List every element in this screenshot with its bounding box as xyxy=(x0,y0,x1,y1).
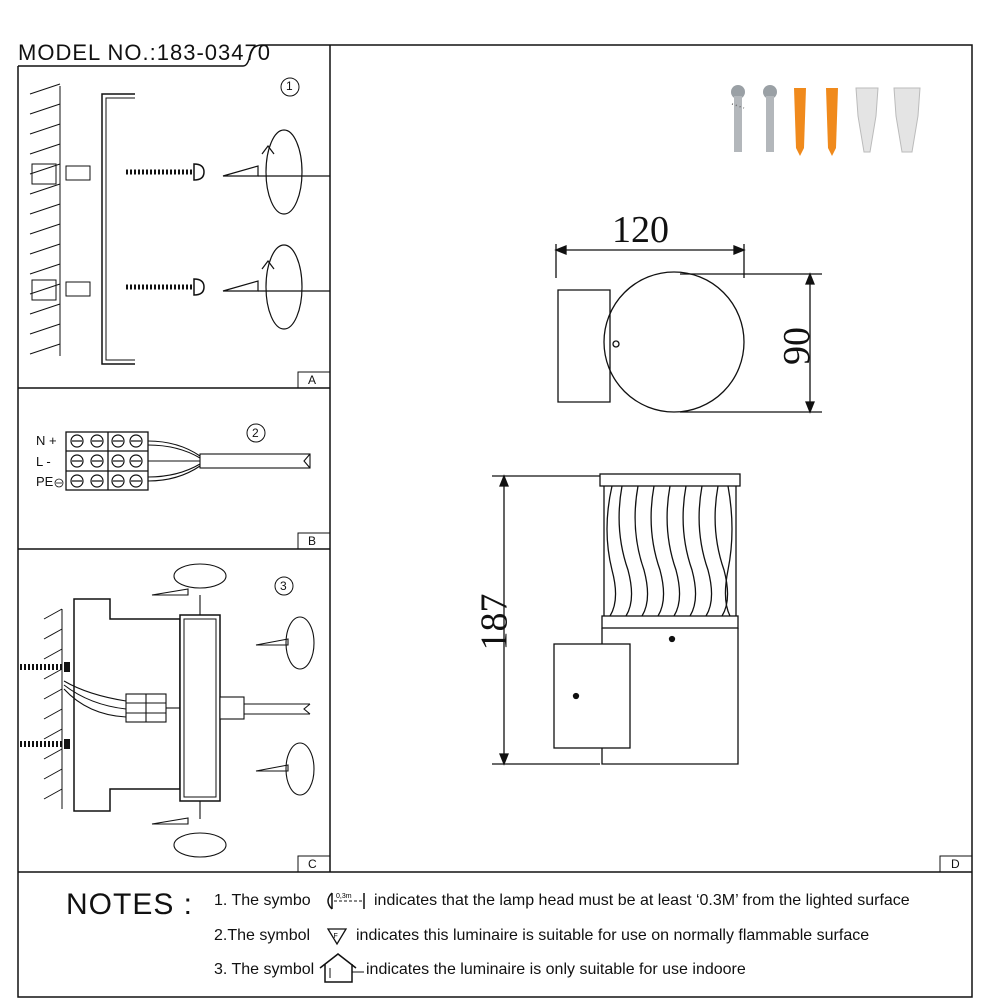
screw-icon xyxy=(20,662,70,749)
hardware-kit xyxy=(731,85,921,156)
screw-icon xyxy=(731,85,777,152)
note-3-prefix: 3. The symbol xyxy=(214,961,315,978)
screw-icon xyxy=(126,163,205,296)
step-2-label: 2 xyxy=(252,426,259,440)
wall-hatch xyxy=(43,608,63,809)
panel-a-mounting xyxy=(29,77,330,365)
rotate-arrow-icon xyxy=(151,563,315,858)
panel-tag-c: C xyxy=(308,857,317,871)
lamp-top-view xyxy=(554,244,822,414)
note-2-prefix: 2.The symbol xyxy=(214,927,311,944)
note-1-text: indicates that the lamp head must be at … xyxy=(374,892,910,909)
distance-symbol-icon: 0,3m xyxy=(327,892,365,910)
terminal-label-l: L - xyxy=(36,454,51,469)
panel-b-wiring xyxy=(65,423,311,491)
panel-tag-b: B xyxy=(308,534,317,548)
dim-width: 120 xyxy=(612,209,669,251)
panel-c-assembly xyxy=(20,563,315,858)
step-1-label: 1 xyxy=(286,79,293,93)
bracket-icon xyxy=(101,93,135,365)
earth-icon xyxy=(54,478,64,488)
wall-anchor-icon xyxy=(794,88,838,156)
step-1-circle xyxy=(280,77,300,97)
indoor-use-icon xyxy=(319,953,364,983)
rotate-arrow-icon xyxy=(222,129,330,330)
terminal-label-pe: PE xyxy=(36,474,54,489)
note-3-text: indicates the luminaire is only suitable… xyxy=(366,961,746,978)
dim-height-top: 90 xyxy=(776,327,818,365)
terminal-screw-icon xyxy=(70,434,143,488)
model-number: MODEL NO.:183-03470 xyxy=(18,40,271,65)
anchor-icon xyxy=(31,163,91,301)
dim-height-side: 187 xyxy=(473,593,516,651)
terminal-label-n: N + xyxy=(36,433,57,448)
lamp-side-view xyxy=(492,473,741,766)
note-2-text: indicates this luminaire is suitable for… xyxy=(356,927,870,944)
distance-symbol-text: 0,3m xyxy=(336,893,352,900)
lamp-grille xyxy=(606,485,733,617)
panel-tag-d: D xyxy=(951,857,960,871)
flammable-symbol-text: F xyxy=(334,933,338,940)
note-1-prefix: 1. The symbo xyxy=(214,892,311,909)
flammable-surface-icon: F xyxy=(326,928,348,946)
step-3-circle xyxy=(274,576,294,596)
notes-title: NOTES : xyxy=(66,888,194,921)
step-3-label: 3 xyxy=(280,579,287,593)
panel-tag-a: A xyxy=(308,373,317,387)
step-2-circle xyxy=(246,423,266,443)
cable-icon xyxy=(147,440,311,482)
lamp-body xyxy=(179,614,221,802)
wall-hatch xyxy=(29,83,61,356)
cable-icon xyxy=(63,680,311,723)
wire-cap-icon xyxy=(855,87,921,153)
